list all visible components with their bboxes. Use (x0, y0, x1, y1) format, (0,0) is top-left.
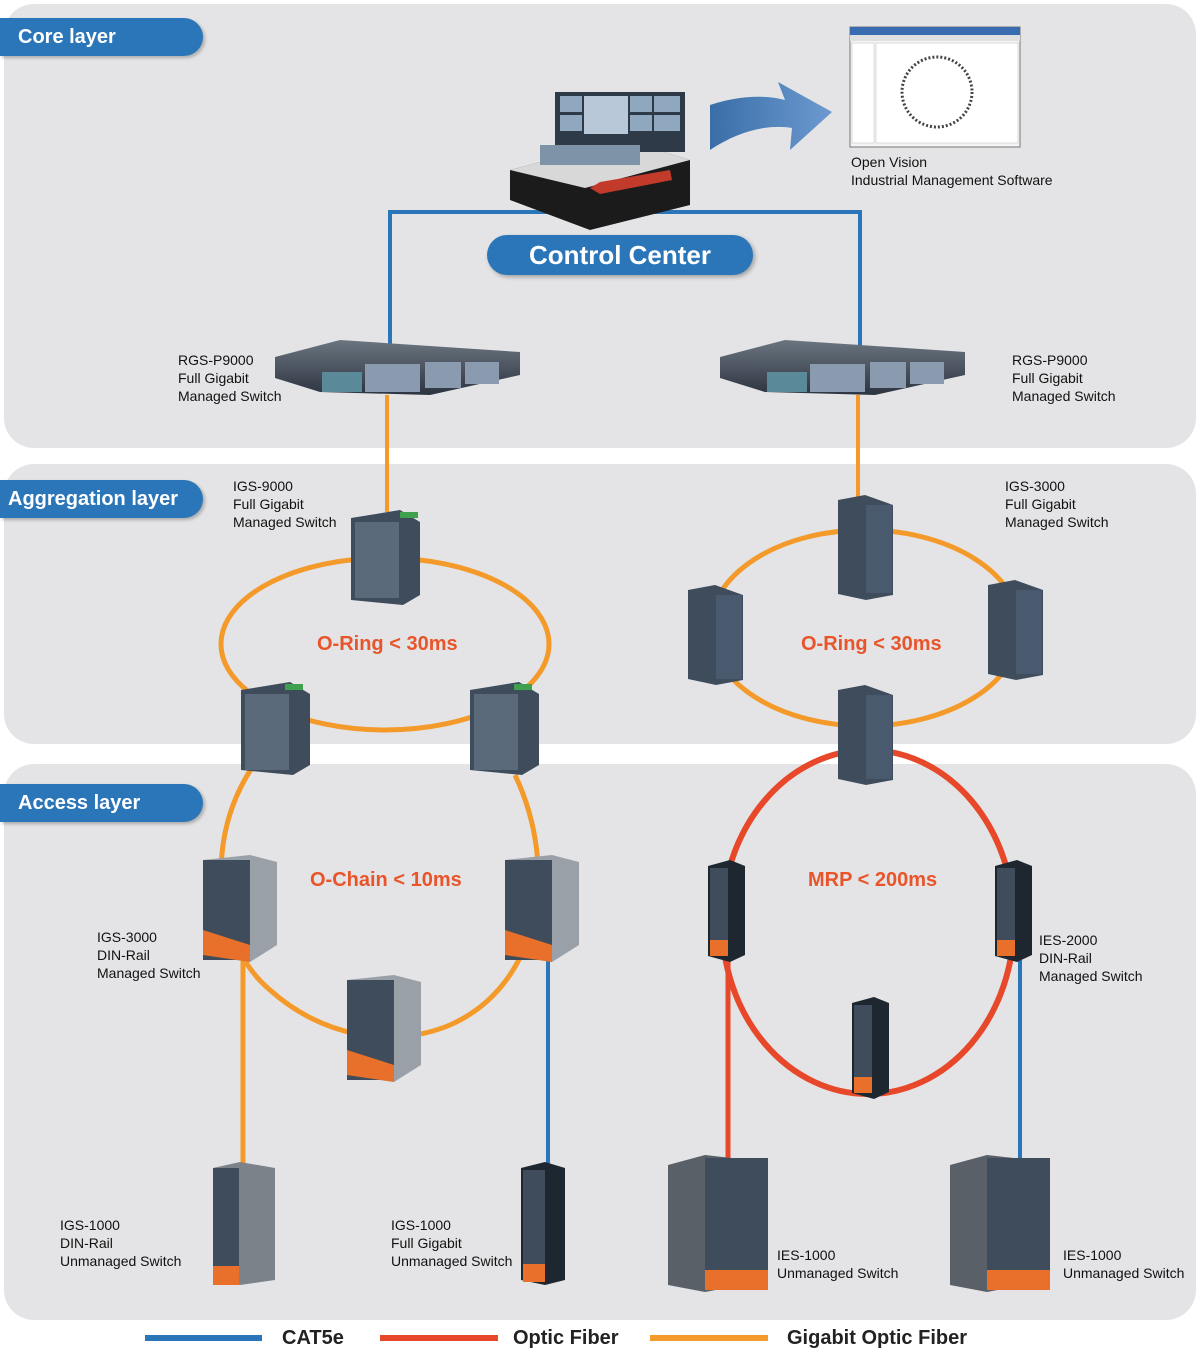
ies-2000-right (995, 860, 1032, 962)
legend-optic-fiber: Optic Fiber (513, 1327, 619, 1349)
igs-1000-edge (213, 1162, 275, 1285)
rgs-p9000-left (275, 340, 520, 395)
igs-9000-bottom-right (470, 682, 539, 775)
access-layer-tab: Access layer (0, 784, 203, 822)
igs-3000-din-right (505, 855, 579, 962)
rgs-p9000-right (720, 340, 965, 395)
arrow-icon (710, 82, 832, 150)
control-center-label: Control Center (487, 235, 753, 275)
igs-3000-bottom (838, 685, 893, 785)
oring-right-label: O-Ring < 30ms (801, 633, 942, 655)
ochain-label: O-Chain < 10ms (310, 869, 462, 891)
igs-3000-top (838, 495, 893, 600)
igs-9000-top (351, 510, 420, 605)
control-center-console (510, 92, 690, 230)
software-window (849, 26, 1021, 148)
igs-3000-din-left (203, 855, 277, 962)
ies-1000-edge-right (950, 1155, 1050, 1292)
software-label: Open Vision Industrial Management Softwa… (851, 154, 1053, 188)
igs-3000-din-bottom (347, 975, 421, 1082)
core-layer-tab: Core layer (0, 18, 203, 56)
igs-1000-gigabit-edge (521, 1162, 565, 1285)
ies-2000-bottom (852, 997, 889, 1099)
igs-3000-left (688, 585, 743, 685)
mrp-label: MRP < 200ms (808, 869, 938, 891)
ies-2000-left (708, 860, 745, 962)
igs-3000-right (988, 580, 1043, 680)
igs-9000-bottom-left (241, 682, 310, 775)
oring-left-label: O-Ring < 30ms (317, 633, 458, 655)
legend-gigabit-fiber: Gigabit Optic Fiber (787, 1327, 968, 1349)
legend-cat5e: CAT5e (282, 1327, 344, 1349)
aggregation-layer-tab: Aggregation layer (0, 480, 203, 518)
ies-1000-edge-left (668, 1155, 768, 1292)
